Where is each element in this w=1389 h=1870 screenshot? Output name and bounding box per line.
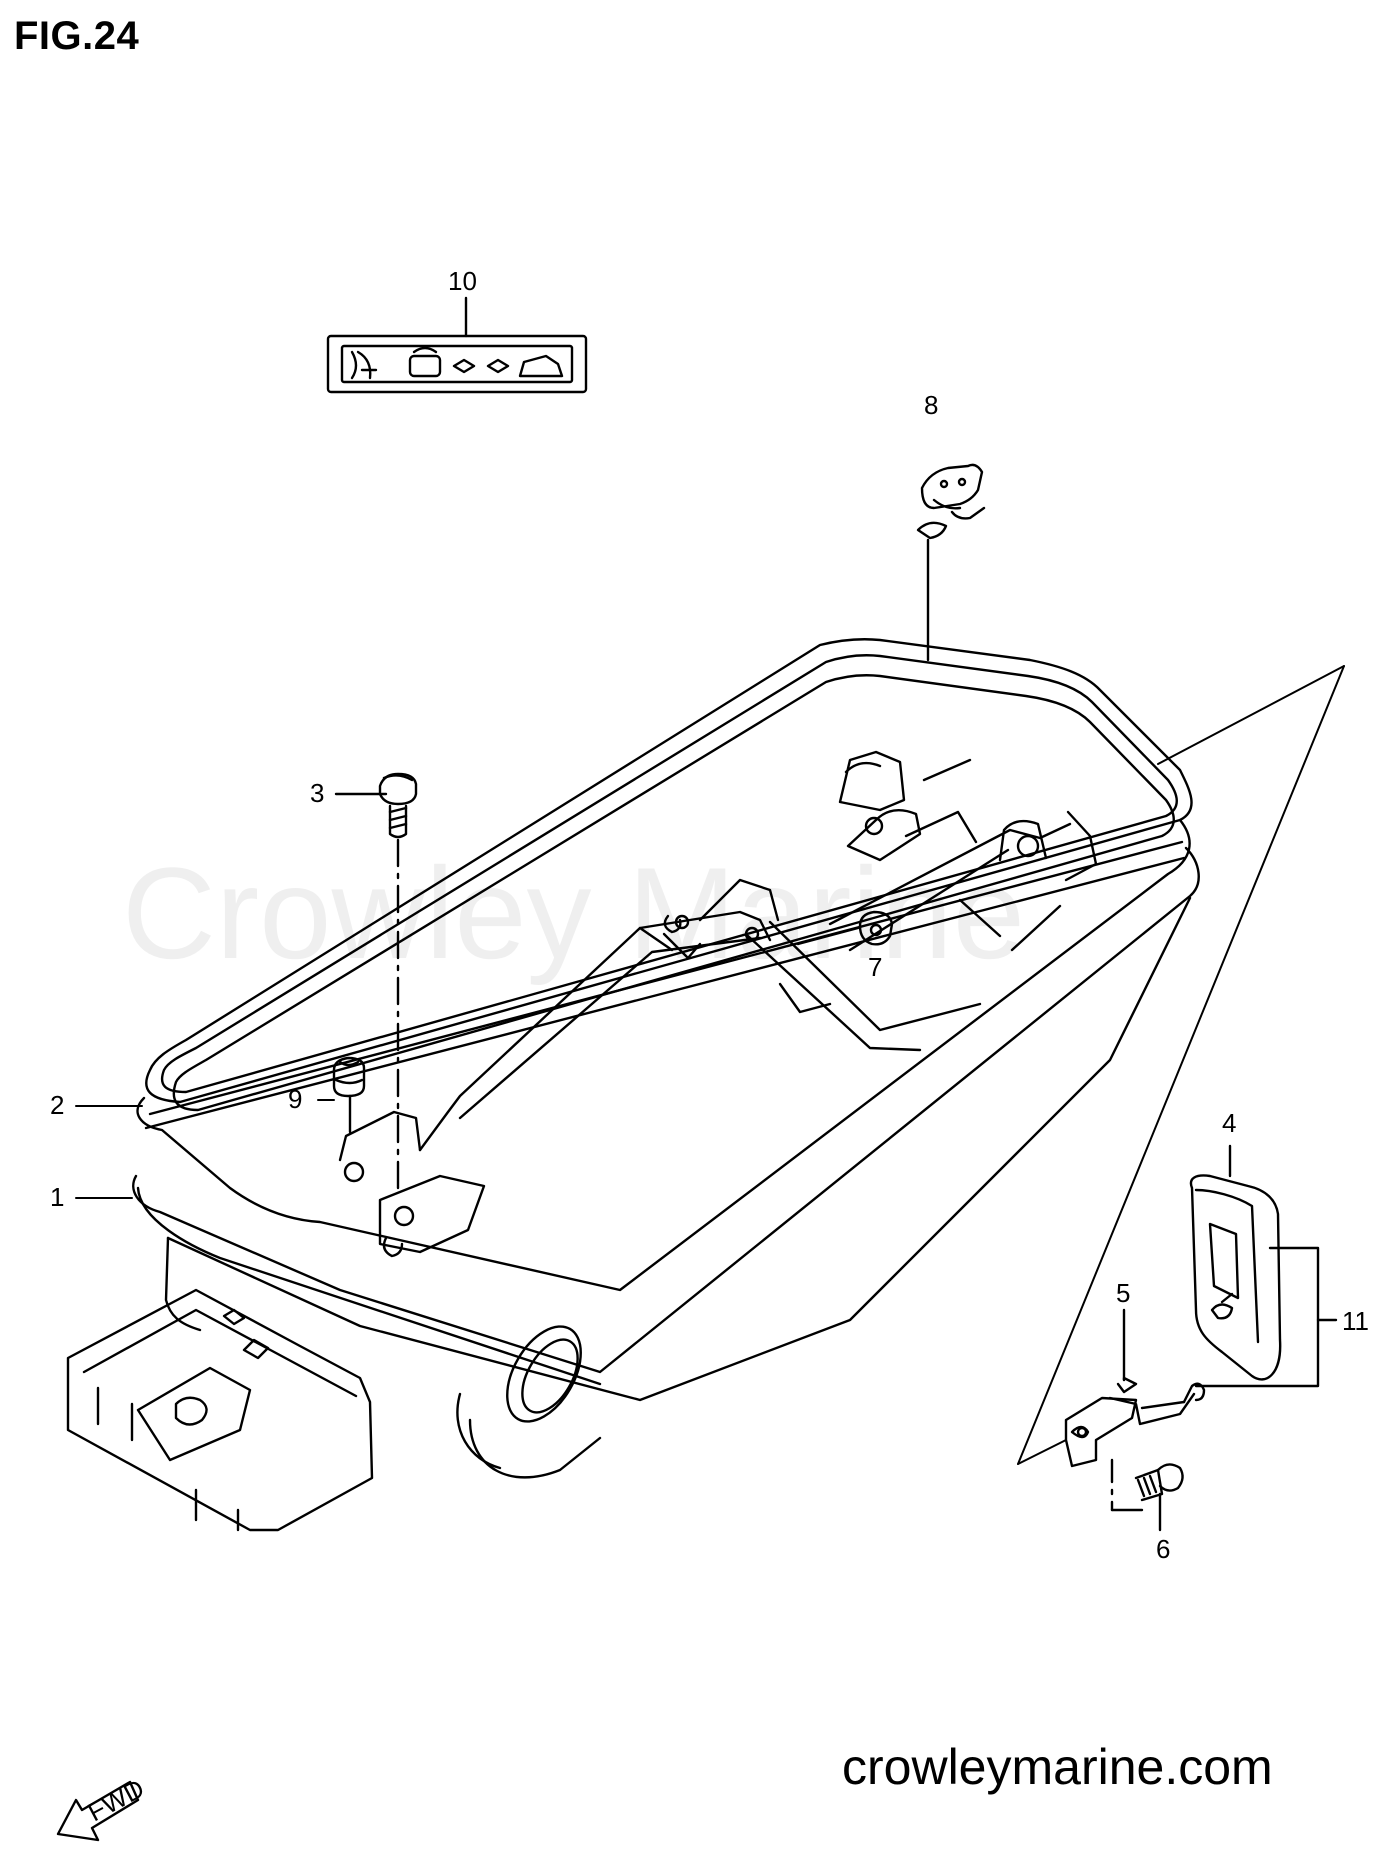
callout-8: 8 xyxy=(924,390,938,420)
callout-9: 9 xyxy=(288,1084,302,1114)
callout-4: 4 xyxy=(1222,1108,1236,1138)
callout-10: 10 xyxy=(448,266,477,296)
callout-1: 1 xyxy=(50,1182,64,1212)
callout-2: 2 xyxy=(50,1090,64,1120)
callout-5: 5 xyxy=(1116,1278,1130,1308)
callout-11: 11 xyxy=(1342,1306,1369,1336)
leader-lines xyxy=(75,1099,335,1199)
screw-part xyxy=(1110,1458,1184,1532)
bolt-part xyxy=(334,772,418,1190)
clip-part xyxy=(916,463,986,662)
callout-7: 7 xyxy=(868,952,882,982)
guide-lines xyxy=(1017,665,1345,1465)
callout-3: 3 xyxy=(310,778,324,808)
grip-handle-part xyxy=(1189,1144,1282,1381)
fwd-label: FWD xyxy=(83,1773,149,1827)
callout-6: 6 xyxy=(1156,1534,1170,1564)
callout-labels: 1 2 3 4 5 6 7 8 9 10 11 xyxy=(50,266,1369,1564)
spring-clip-part xyxy=(1064,1308,1206,1468)
lower-cover-pan xyxy=(66,638,1200,1532)
assembly-bracket xyxy=(1194,1246,1338,1388)
warning-decal xyxy=(326,296,588,394)
figure-title: FIG.24 xyxy=(14,14,140,58)
nut-part xyxy=(796,910,894,946)
fwd-arrow-icon: FWD xyxy=(56,1773,149,1842)
website-url: crowleymarine.com xyxy=(842,1739,1273,1795)
